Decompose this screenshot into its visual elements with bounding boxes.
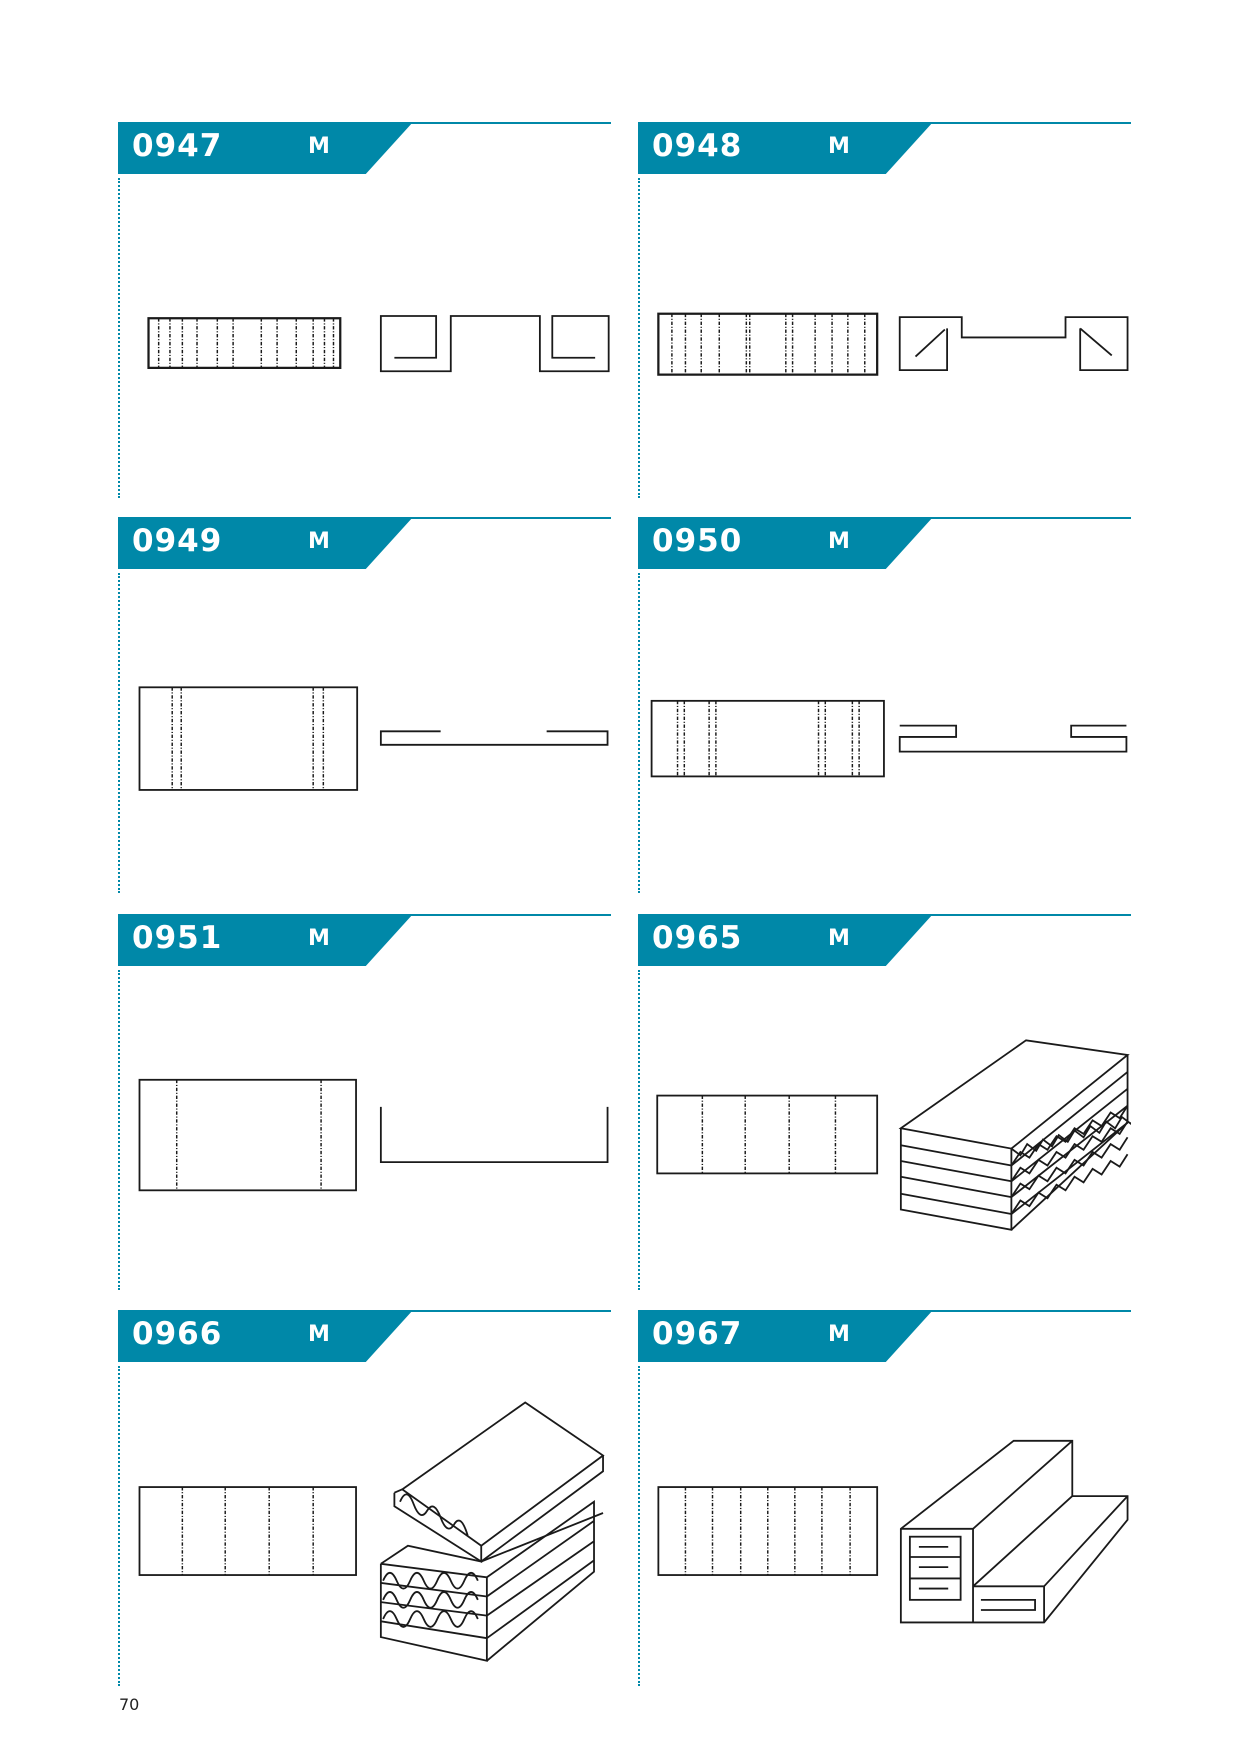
box-blank-and-step-profile-drawing bbox=[657, 1439, 1129, 1624]
item-grade: M bbox=[308, 134, 330, 159]
item-code: 0965 bbox=[652, 920, 743, 956]
item-code: 0948 bbox=[652, 128, 743, 164]
item-code: 0966 bbox=[132, 1316, 223, 1352]
item-header: 0948 M bbox=[638, 122, 933, 174]
item-header: 0965 M bbox=[638, 914, 933, 966]
box-blank-and-profile-drawing bbox=[138, 686, 609, 791]
page-number: 70 bbox=[119, 1695, 140, 1714]
dotted-divider bbox=[118, 573, 120, 893]
item-code: 0949 bbox=[132, 523, 223, 559]
item-code: 0951 bbox=[132, 920, 223, 956]
item-code: 0950 bbox=[652, 523, 743, 559]
item-0965: 0965 M bbox=[638, 914, 1131, 1311]
item-header: 0950 M bbox=[638, 517, 933, 569]
item-grade: M bbox=[828, 1322, 850, 1347]
box-blank-and-profile-drawing bbox=[138, 1078, 609, 1192]
dotted-divider bbox=[638, 573, 640, 893]
item-0951: 0951 M bbox=[118, 914, 611, 1311]
dotted-divider bbox=[638, 1366, 640, 1686]
dotted-divider bbox=[118, 178, 120, 498]
item-header: 0949 M bbox=[118, 517, 413, 569]
box-blank-and-profile-drawing bbox=[657, 312, 1129, 376]
item-header: 0967 M bbox=[638, 1310, 933, 1362]
box-blank-and-corrugated-stack-drawing bbox=[656, 1039, 1131, 1231]
item-code: 0947 bbox=[132, 128, 223, 164]
item-0966: 0966 M bbox=[118, 1310, 611, 1707]
item-code: 0967 bbox=[652, 1316, 743, 1352]
item-0947: 0947 M bbox=[118, 122, 611, 519]
item-header: 0966 M bbox=[118, 1310, 413, 1362]
item-0949: 0949 M bbox=[118, 517, 611, 914]
dotted-divider bbox=[638, 178, 640, 498]
item-grade: M bbox=[308, 529, 330, 554]
item-0967: 0967 M bbox=[638, 1310, 1131, 1707]
item-grade: M bbox=[308, 926, 330, 951]
item-0948: 0948 M bbox=[638, 122, 1131, 519]
item-grade: M bbox=[828, 926, 850, 951]
item-grade: M bbox=[828, 134, 850, 159]
box-blank-and-profile-drawing bbox=[650, 699, 1128, 778]
dotted-divider bbox=[638, 970, 640, 1290]
item-grade: M bbox=[308, 1322, 330, 1347]
box-blank-and-profile-drawing bbox=[147, 315, 610, 373]
item-0950: 0950 M bbox=[638, 517, 1131, 914]
item-header: 0947 M bbox=[118, 122, 413, 174]
dotted-divider bbox=[118, 970, 120, 1290]
box-blank-and-board-stack-drawing bbox=[138, 1401, 605, 1662]
item-header: 0951 M bbox=[118, 914, 413, 966]
dotted-divider bbox=[118, 1366, 120, 1686]
item-grade: M bbox=[828, 529, 850, 554]
